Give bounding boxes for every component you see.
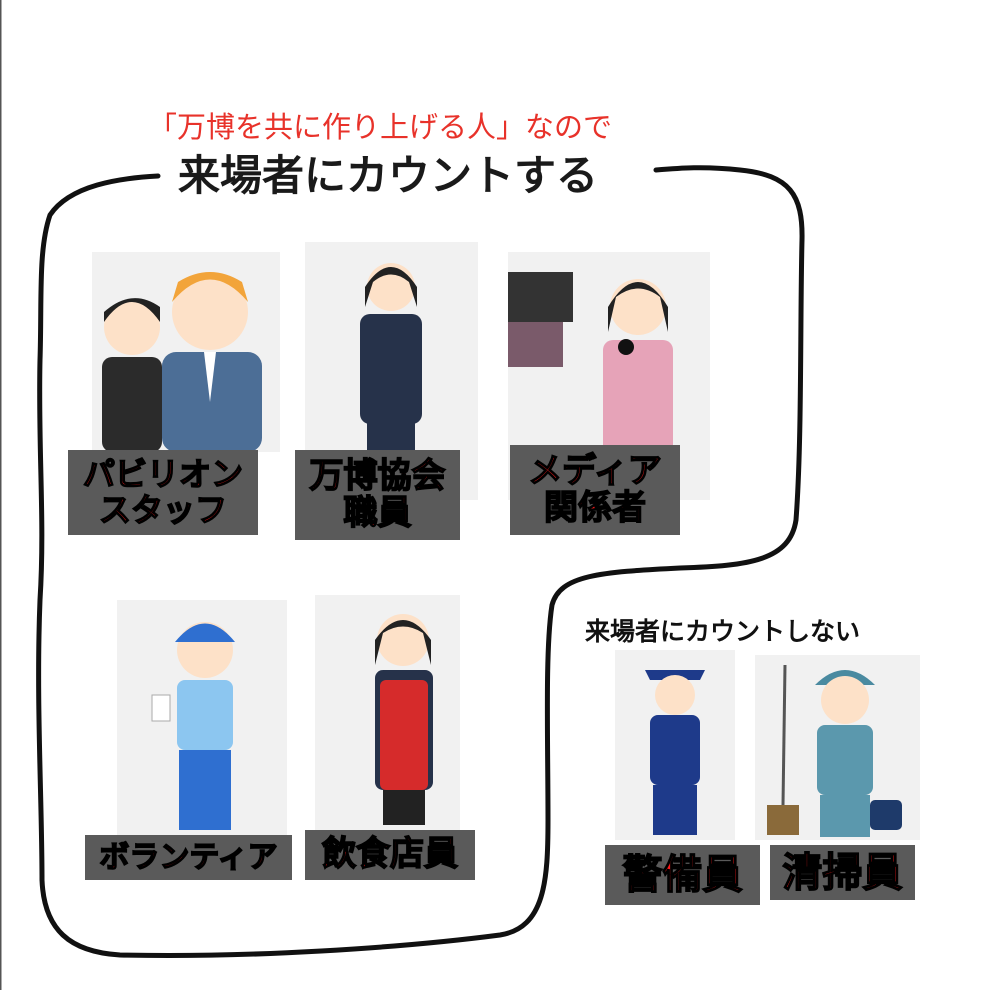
cleaner-label: 清掃員 [770,845,915,900]
not-counted-title: 来場者にカウントしない [585,617,861,646]
pavilion-staff-label: パビリオン スタッフ [68,450,258,535]
label-line: ボランティア [99,840,279,875]
expo-association-staff-label: 万博協会 職員 [295,450,460,540]
label-line: 万博協会 [309,455,447,496]
counted-title: 来場者にカウントする [178,151,599,200]
label-line: 関係者 [543,488,647,528]
food-staff-label: 飲食店員 [305,830,475,880]
label-line: 警備員 [622,852,744,898]
volunteer-label: ボランティア [85,835,292,880]
pavilion-staff-illustration [92,252,280,452]
label-line: パビリオン [82,455,244,494]
security-guard-label: 警備員 [605,845,760,905]
media-staff-label: メディア 関係者 [510,445,680,535]
label-line: 清掃員 [782,849,904,896]
label-line: スタッフ [98,490,228,529]
reason-subtitle: 「万博を共に作り上げる人」なので [148,110,613,144]
cleaner-illustration [755,655,920,840]
food-staff-illustration [315,595,460,830]
label-line: 職員 [343,493,413,533]
label-line: 飲食店員 [321,834,459,875]
security-guard-illustration [615,650,735,840]
volunteer-illustration [117,600,287,835]
label-line: メディア [527,450,662,491]
